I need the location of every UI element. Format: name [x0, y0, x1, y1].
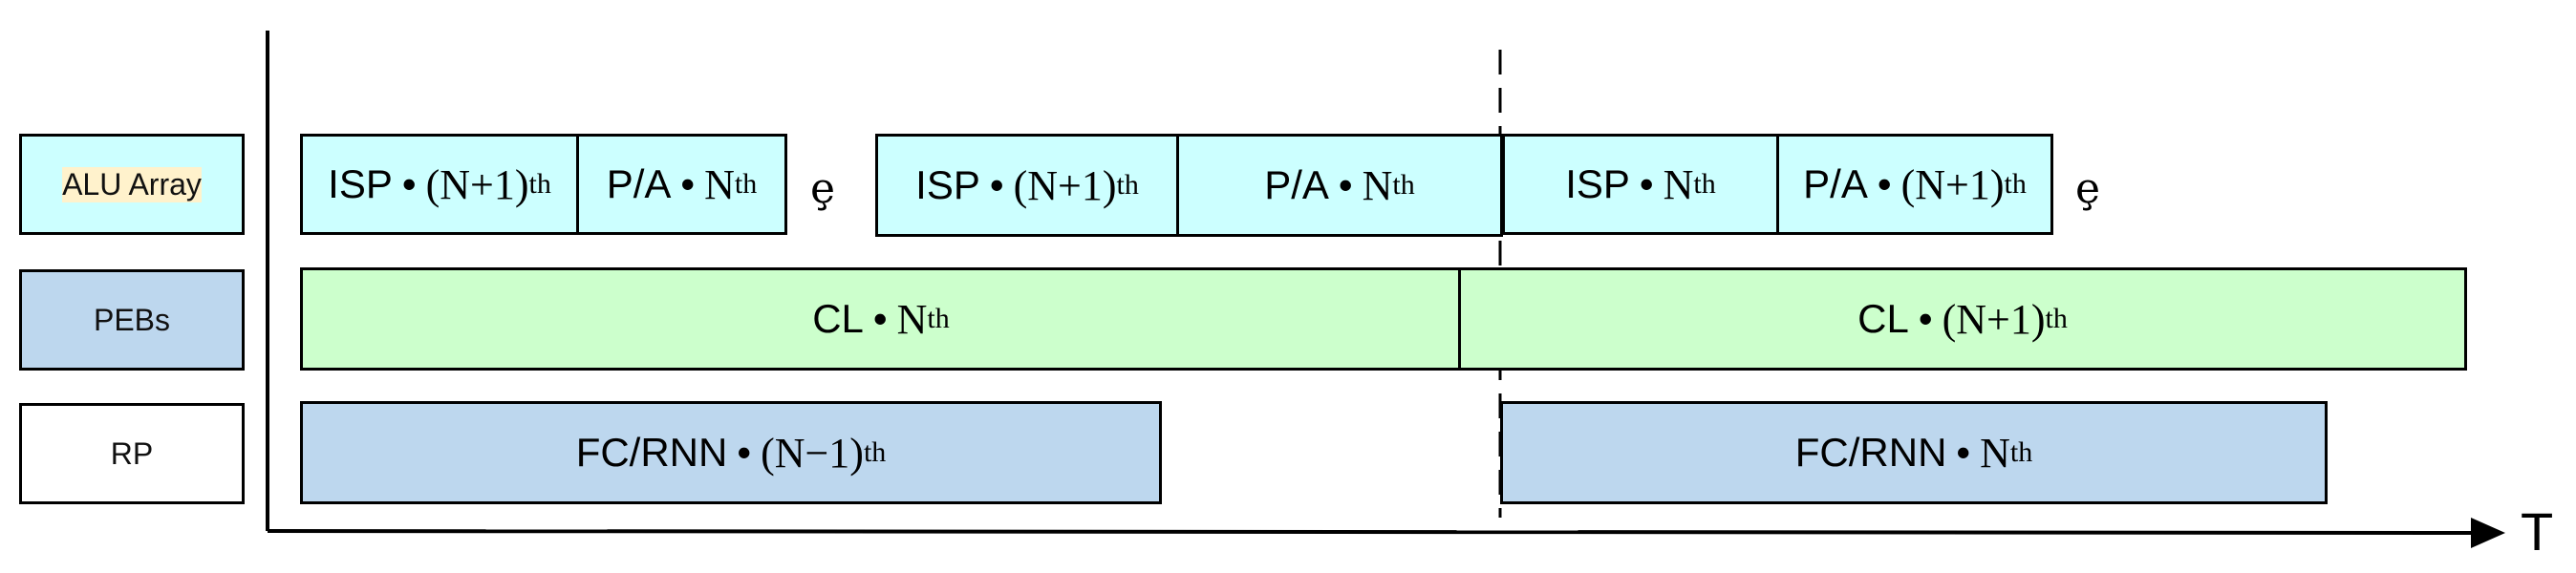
task-suffix: th — [1392, 169, 1415, 201]
task-name: P/A — [606, 161, 672, 206]
task-index: N — [1663, 160, 1694, 208]
rp-task-fc-rnn-n-minus-1: FC/RNN•(N−1)th — [300, 401, 1162, 504]
task-suffix: th — [734, 168, 758, 200]
row-label-rp: RP — [19, 403, 245, 504]
task-suffix: th — [1116, 169, 1139, 201]
task-index: N — [1362, 161, 1393, 209]
task-index: (N+1) — [1942, 295, 2046, 343]
task-index: (N−1) — [761, 429, 864, 477]
task-suffix: th — [2009, 436, 2033, 468]
task-suffix: th — [863, 436, 887, 468]
task-name: CL — [1857, 296, 1909, 341]
task-name: P/A — [1803, 161, 1868, 206]
task-name: P/A — [1264, 162, 1329, 207]
row-label-pebs: PEBs — [19, 269, 245, 371]
task-index: N — [896, 295, 928, 343]
task-name: ISP — [915, 162, 980, 207]
alu-task-pa-n-plus-1: P/A•(N+1)th — [1776, 134, 2053, 235]
task-index: (N+1) — [425, 160, 529, 208]
time-axis — [267, 529, 2478, 535]
row-label-alu-array: ALU Array — [19, 134, 245, 235]
time-axis-arrowhead — [2471, 518, 2505, 548]
task-name: CL — [812, 296, 864, 341]
gap-marker-2: ȩ — [2075, 164, 2101, 213]
time-axis-label: T — [2521, 501, 2554, 562]
task-suffix: th — [1693, 168, 1716, 200]
task-suffix: th — [2045, 303, 2068, 334]
task-suffix: th — [2004, 168, 2027, 200]
task-index: N — [704, 160, 735, 208]
alu-task-isp-n-plus-1-b: ISP•(N+1)th — [875, 134, 1179, 237]
pebs-task-cl-n-plus-1: CL•(N+1)th — [1458, 267, 2467, 371]
task-name: FC/RNN — [1794, 430, 1947, 475]
row-label-text: RP — [110, 435, 154, 471]
task-index: (N+1) — [1900, 160, 2005, 208]
task-name: ISP — [1565, 161, 1630, 206]
task-index: N — [1980, 429, 2010, 477]
task-index: (N+1) — [1013, 161, 1117, 209]
task-name: FC/RNN — [575, 430, 728, 475]
row-label-text: ALU Array — [62, 166, 202, 202]
row-label-text: PEBs — [93, 302, 171, 337]
task-name: ISP — [328, 161, 393, 206]
task-suffix: th — [528, 168, 551, 200]
gap-marker-1: ȩ — [810, 164, 836, 213]
task-suffix: th — [927, 303, 950, 334]
alu-task-isp-n-plus-1-a: ISP•(N+1)th — [300, 134, 579, 235]
